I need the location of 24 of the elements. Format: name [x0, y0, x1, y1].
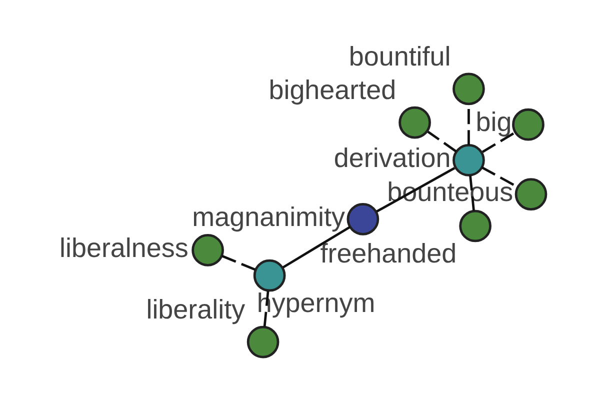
node-circle	[252, 258, 286, 292]
node-label: hypernym	[256, 288, 375, 318]
node-label: liberality	[146, 294, 245, 324]
node-label: derivation	[333, 142, 450, 172]
node-label: big	[475, 106, 512, 137]
node-circle	[452, 72, 484, 105]
node-circle	[512, 108, 544, 140]
node-circle	[398, 106, 430, 138]
node-circle	[246, 325, 279, 358]
node-circle	[458, 209, 491, 242]
node-label: liberalness	[59, 232, 188, 262]
connector	[262, 290, 269, 326]
node-label: bountiful	[348, 41, 450, 72]
node-circle	[191, 234, 224, 266]
node-circle	[346, 202, 379, 235]
connector	[481, 130, 516, 152]
connector	[426, 130, 456, 152]
node-label: magnanimity	[192, 201, 344, 232]
node-circle	[452, 144, 484, 176]
node-label: bighearted	[268, 74, 396, 105]
connector	[221, 254, 256, 270]
node-circle	[514, 178, 547, 210]
node-label: freehanded	[320, 238, 456, 268]
connector	[282, 225, 350, 268]
